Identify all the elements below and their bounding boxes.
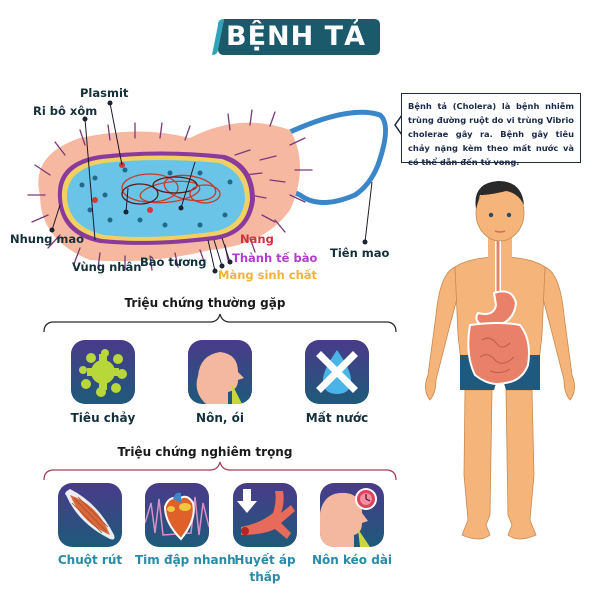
intestines-icon: [467, 322, 530, 385]
symptom-tile-prolonged-vomit: [320, 483, 384, 547]
left-leg-icon: [461, 389, 493, 540]
symptom-tile-cramp: [58, 483, 122, 547]
bacterium-diagram: [27, 100, 388, 274]
hair-icon: [475, 181, 524, 209]
right-arm-icon: [541, 266, 575, 401]
label-cell-wall: Thành tế bào: [232, 251, 318, 265]
splash-icon: [71, 340, 135, 404]
callout-notch-icon: [394, 115, 403, 135]
label-pili: Nhung mao: [10, 232, 85, 246]
symptom-label-low-bp-line2: thấp: [249, 570, 281, 584]
symptom-label-diarrhea: Tiêu chảy: [70, 411, 136, 425]
symptom-label-tachycardia: Tim đập nhanh: [135, 553, 236, 567]
page-title: BỆNH TẢ: [226, 21, 366, 52]
human-body-figure: [425, 181, 575, 540]
title-badge-shape: [212, 19, 380, 55]
severe-brace-icon: [43, 461, 397, 481]
label-nucleoid: Vùng nhân: [72, 260, 142, 274]
vomit-icon: [188, 340, 252, 404]
muscle-cramp-icon: [58, 483, 122, 547]
common-brace-icon: [43, 313, 397, 333]
symptom-tile-tachycardia: [145, 483, 209, 547]
prolonged-vomit-icon: [320, 483, 384, 547]
title-badge: BỆNH TẢ: [210, 15, 382, 59]
right-leg-icon: [505, 389, 537, 540]
symptom-tile-low-bp: [233, 483, 297, 547]
label-flagellum: Tiên mao: [330, 246, 390, 260]
label-cytoplasm: Bào tương: [140, 255, 207, 269]
symptom-tile-vomit: [188, 340, 252, 404]
label-membrane: Màng sinh chất: [218, 268, 318, 282]
description-box: Bệnh tả (Cholera) là bệnh nhiễm trùng đư…: [401, 93, 581, 167]
symptom-label-prolonged-vomit: Nôn kéo dài: [312, 553, 393, 567]
symptom-label-dehydration: Mất nước: [305, 411, 369, 425]
description-text: Bệnh tả (Cholera) là bệnh nhiễm trùng đư…: [408, 101, 574, 167]
label-capsule: Nang: [240, 232, 274, 246]
low-blood-pressure-icon: [233, 483, 297, 547]
heart-rate-icon: [145, 483, 209, 547]
no-water-icon: [305, 340, 369, 404]
common-symptoms-title: Triệu chứng thường gặp: [124, 296, 286, 310]
symptom-tile-diarrhea: [71, 340, 135, 404]
symptom-label-vomit: Nôn, ói: [196, 411, 244, 425]
label-plasmit: Plasmit: [80, 86, 129, 100]
severe-symptoms-title: Triệu chứng nghiêm trọng: [117, 445, 293, 459]
symptom-label-low-bp: Huyết áp: [234, 553, 296, 567]
left-arm-icon: [425, 266, 459, 401]
label-ribosome: Ri bô xôm: [33, 104, 98, 118]
symptom-label-cramp: Chuột rút: [57, 553, 123, 567]
symptom-tile-dehydration: [305, 340, 369, 404]
